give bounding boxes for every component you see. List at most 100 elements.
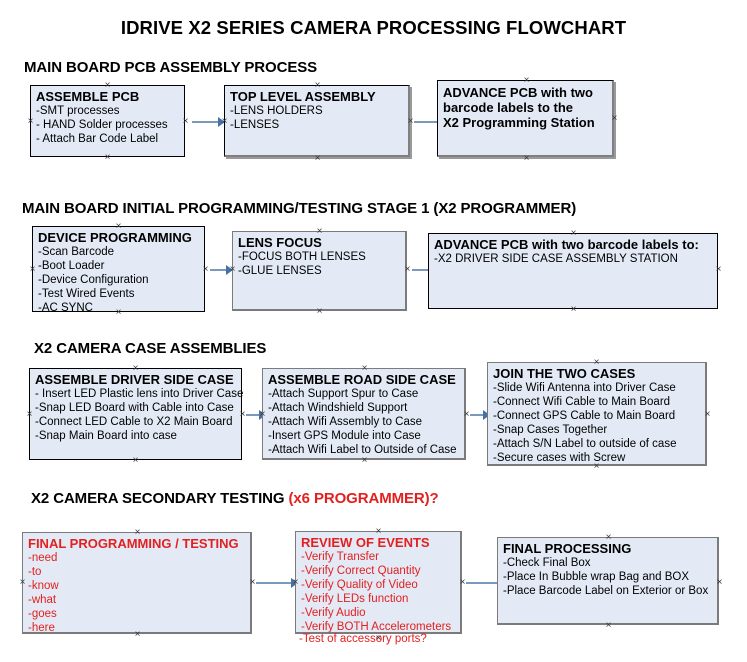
selection-handle-bottom[interactable] xyxy=(522,154,531,163)
connector-arrowhead xyxy=(483,410,490,420)
node-title: FINAL PROCESSING xyxy=(503,541,632,556)
node-line: -need xyxy=(28,552,58,564)
selection-handle-left[interactable] xyxy=(258,410,267,419)
node-join-the-two-cases[interactable]: JOIN THE TWO CASES -Slide Wifi Antenna i… xyxy=(487,362,707,466)
connector-arrow xyxy=(210,269,230,271)
selection-handle-bottom[interactable] xyxy=(133,630,142,639)
node-line: -Attach Wifi Assembly to Case xyxy=(268,416,423,428)
section-header-text: X2 CAMERA CASE ASSEMBLIES xyxy=(34,340,267,357)
node-review-of-events[interactable]: REVIEW OF EVENTS -Verify Transfer -Verif… xyxy=(295,531,462,634)
selection-handle-top[interactable] xyxy=(103,81,112,90)
selection-handle-left[interactable] xyxy=(220,117,229,126)
selection-handle-bottom[interactable] xyxy=(103,153,112,162)
section-header-text: MAIN BOARD PCB ASSEMBLY PROCESS xyxy=(24,59,318,76)
selection-handle-top[interactable] xyxy=(592,358,601,367)
node-line: - HAND Solder processes xyxy=(36,119,168,131)
node-line: -Connect LED Cable to X2 Main Board xyxy=(35,416,233,428)
node-line: -what xyxy=(28,594,57,606)
selection-handle-bottom[interactable] xyxy=(360,456,369,465)
selection-handle-right[interactable] xyxy=(403,265,412,274)
selection-handle-bottom[interactable] xyxy=(604,621,613,630)
selection-handle-top[interactable] xyxy=(313,81,322,90)
node-title: ADVANCE PCB with two xyxy=(443,85,593,100)
node-line: -Check Final Box xyxy=(503,557,591,569)
selection-handle-bottom[interactable] xyxy=(592,462,601,471)
node-title: ASSEMBLE PCB xyxy=(36,89,140,104)
selection-handle-top[interactable] xyxy=(131,364,140,373)
selection-handle-top[interactable] xyxy=(522,76,531,85)
node-line: -Connect GPS Cable to Main Board xyxy=(493,410,676,422)
node-line: -Boot Loader xyxy=(38,260,105,272)
node-line: -Verify Audio xyxy=(301,607,366,619)
node-line: -Place Barcode Label on Exterior or Box xyxy=(503,585,709,597)
section-header-accent: (x6 PROGRAMMER)? xyxy=(288,490,439,507)
node-line: -LENSES xyxy=(230,119,280,131)
selection-handle-right[interactable] xyxy=(715,578,724,587)
selection-handle-bottom[interactable] xyxy=(374,634,383,643)
node-line: -Verify Correct Quantity xyxy=(301,565,421,577)
node-line: -X2 DRIVER SIDE CASE ASSEMBLY STATION xyxy=(434,253,678,265)
node-line: -AC SYNC xyxy=(38,302,93,314)
selection-handle-left[interactable] xyxy=(18,578,27,587)
selection-handle-top[interactable] xyxy=(114,222,123,231)
selection-handle-top[interactable] xyxy=(604,533,613,542)
selection-handle-right[interactable] xyxy=(201,265,210,274)
node-title: LENS FOCUS xyxy=(238,235,322,250)
node-title: ASSEMBLE DRIVER SIDE CASE xyxy=(35,372,234,387)
selection-handle-left[interactable] xyxy=(291,578,300,587)
selection-handle-top[interactable] xyxy=(360,364,369,373)
node-assemble-road-side-case[interactable]: ASSEMBLE ROAD SIDE CASE -Attach Support … xyxy=(262,368,466,460)
node-title: TOP LEVEL ASSEMBLY xyxy=(230,89,376,104)
node-line: -goes xyxy=(28,608,57,620)
selection-handle-right[interactable] xyxy=(181,117,190,126)
node-line: -Snap Main Board into case xyxy=(35,430,177,442)
section-header-main-board-initial-programming: MAIN BOARD INITIAL PROGRAMMING/TESTING S… xyxy=(22,200,576,217)
connector-arrow xyxy=(192,121,220,123)
node-lens-focus[interactable]: LENS FOCUS -FOCUS BOTH LENSES -GLUE LENS… xyxy=(232,231,407,311)
node-assemble-driver-side-case[interactable]: ASSEMBLE DRIVER SIDE CASE - Insert LED P… xyxy=(29,368,244,460)
selection-handle-bottom[interactable] xyxy=(114,308,123,317)
selection-handle-top[interactable] xyxy=(569,229,578,238)
node-line: - Insert LED Plastic lens into Driver Ca… xyxy=(35,388,244,400)
node-final-programming-testing[interactable]: FINAL PROGRAMMING / TESTING -need -to -k… xyxy=(22,532,252,634)
node-line: -Device Configuration xyxy=(38,274,149,286)
node-line: -Attach Windshield Support xyxy=(268,402,408,414)
node-line: -Secure cases with Screw xyxy=(493,452,626,464)
node-line: -Attach Support Spur to Case xyxy=(268,388,419,400)
selection-handle-bottom[interactable] xyxy=(315,307,324,316)
node-line: -know xyxy=(28,580,59,592)
node-advance-pcb-driver-side-case[interactable]: ADVANCE PCB with two barcode labels to: … xyxy=(428,233,718,309)
node-line: -Slide Wifi Antenna into Driver Case xyxy=(493,382,676,394)
selection-handle-left[interactable] xyxy=(25,410,34,419)
selection-handle-bottom[interactable] xyxy=(131,456,140,465)
node-title: REVIEW OF EVENTS xyxy=(301,535,430,550)
selection-handle-top[interactable] xyxy=(133,528,142,537)
node-title: ADVANCE PCB with two barcode labels to: xyxy=(434,237,699,252)
node-title: ASSEMBLE ROAD SIDE CASE xyxy=(268,372,456,387)
node-line: -to xyxy=(28,566,42,578)
node-line: -FOCUS BOTH LENSES xyxy=(238,251,366,263)
selection-handle-bottom[interactable] xyxy=(569,305,578,314)
node-device-programming[interactable]: DEVICE PROGRAMMING -Scan Barcode -Boot L… xyxy=(32,226,205,314)
selection-handle-right[interactable] xyxy=(703,410,712,419)
selection-handle-bottom[interactable] xyxy=(313,154,322,163)
document-title: IDRIVE X2 SERIES CAMERA PROCESSING FLOWC… xyxy=(120,17,627,38)
node-line: -Attach Wifi Label to Outside of Case xyxy=(268,444,457,456)
node-final-processing[interactable]: FINAL PROCESSING -Check Final Box -Place… xyxy=(497,537,719,625)
node-line: -Verify BOTH Accelerometers xyxy=(301,621,452,633)
selection-handle-right[interactable] xyxy=(610,114,619,123)
node-title: barcode labels to the xyxy=(443,100,574,115)
selection-handle-top[interactable] xyxy=(374,527,383,536)
node-assemble-pcb[interactable]: ASSEMBLE PCB -SMT processes - HAND Solde… xyxy=(30,85,185,157)
selection-handle-left[interactable] xyxy=(28,265,37,274)
node-top-level-assembly[interactable]: TOP LEVEL ASSEMBLY -LENS HOLDERS -LENSES xyxy=(224,85,410,157)
node-line: -Verify LEDs function xyxy=(301,593,409,605)
selection-handle-left[interactable] xyxy=(26,117,35,126)
node-line: - Attach Bar Code Label xyxy=(36,133,159,145)
node-line: -Snap LED Board with Cable into Case xyxy=(35,402,234,414)
selection-handle-right[interactable] xyxy=(714,265,723,274)
selection-handle-left[interactable] xyxy=(228,265,237,274)
connector-arrow xyxy=(246,414,264,416)
selection-handle-top[interactable] xyxy=(315,227,324,236)
node-advance-pcb-x2-programming-station[interactable]: ADVANCE PCB with two barcode labels to t… xyxy=(437,80,614,157)
